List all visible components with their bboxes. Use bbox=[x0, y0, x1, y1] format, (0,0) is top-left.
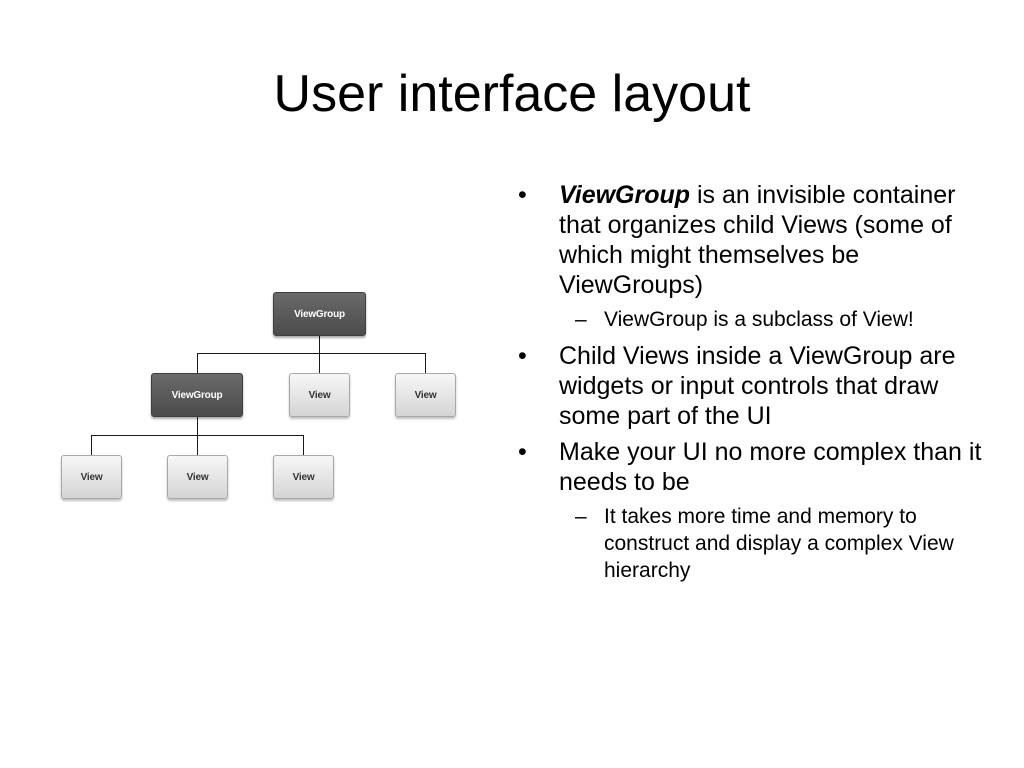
connector-line bbox=[303, 435, 304, 455]
diagram-node-view: View bbox=[61, 455, 122, 499]
bullet-item: • ViewGroup is an invisible container th… bbox=[518, 180, 988, 300]
diagram-node-view: View bbox=[289, 373, 350, 417]
slide-title: User interface layout bbox=[273, 65, 751, 123]
sub-bullet-text: ViewGroup is a subclass of View! bbox=[604, 308, 914, 331]
bullet-list: • ViewGroup is an invisible container th… bbox=[518, 180, 988, 592]
sub-bullet-item: – It takes more time and memory to const… bbox=[518, 503, 988, 584]
dash-marker: – bbox=[575, 505, 587, 528]
diagram-node-view: View bbox=[273, 455, 334, 499]
sub-bullet-text: It takes more time and memory to constru… bbox=[604, 505, 954, 582]
bullet-emphasis: ViewGroup bbox=[559, 181, 691, 209]
bullet-text: Child Views inside a ViewGroup are widge… bbox=[559, 342, 956, 430]
bullet-item: • Make your UI no more complex than it n… bbox=[518, 437, 988, 497]
diagram-node-view: View bbox=[395, 373, 456, 417]
bullet-marker: • bbox=[518, 181, 527, 209]
diagram-node-view: View bbox=[167, 455, 228, 499]
connector-line bbox=[197, 416, 198, 435]
diagram-node-viewgroup-child: ViewGroup bbox=[151, 373, 243, 417]
bullet-marker: • bbox=[518, 342, 527, 370]
connector-line bbox=[197, 353, 426, 354]
connector-line bbox=[197, 353, 198, 374]
connector-line bbox=[91, 435, 92, 455]
bullet-marker: • bbox=[518, 438, 527, 466]
connector-line bbox=[319, 335, 320, 354]
connector-line bbox=[319, 353, 320, 374]
bullet-item: • Child Views inside a ViewGroup are wid… bbox=[518, 341, 988, 431]
diagram-node-viewgroup-root: ViewGroup bbox=[273, 292, 366, 336]
connector-line bbox=[425, 353, 426, 374]
bullet-text: Make your UI no more complex than it nee… bbox=[559, 438, 982, 496]
dash-marker: – bbox=[575, 308, 587, 331]
sub-bullet-item: – ViewGroup is a subclass of View! bbox=[518, 306, 988, 333]
connector-line bbox=[91, 435, 304, 436]
connector-line bbox=[197, 435, 198, 455]
bullet-text: is an invisible container that organizes… bbox=[559, 181, 956, 299]
